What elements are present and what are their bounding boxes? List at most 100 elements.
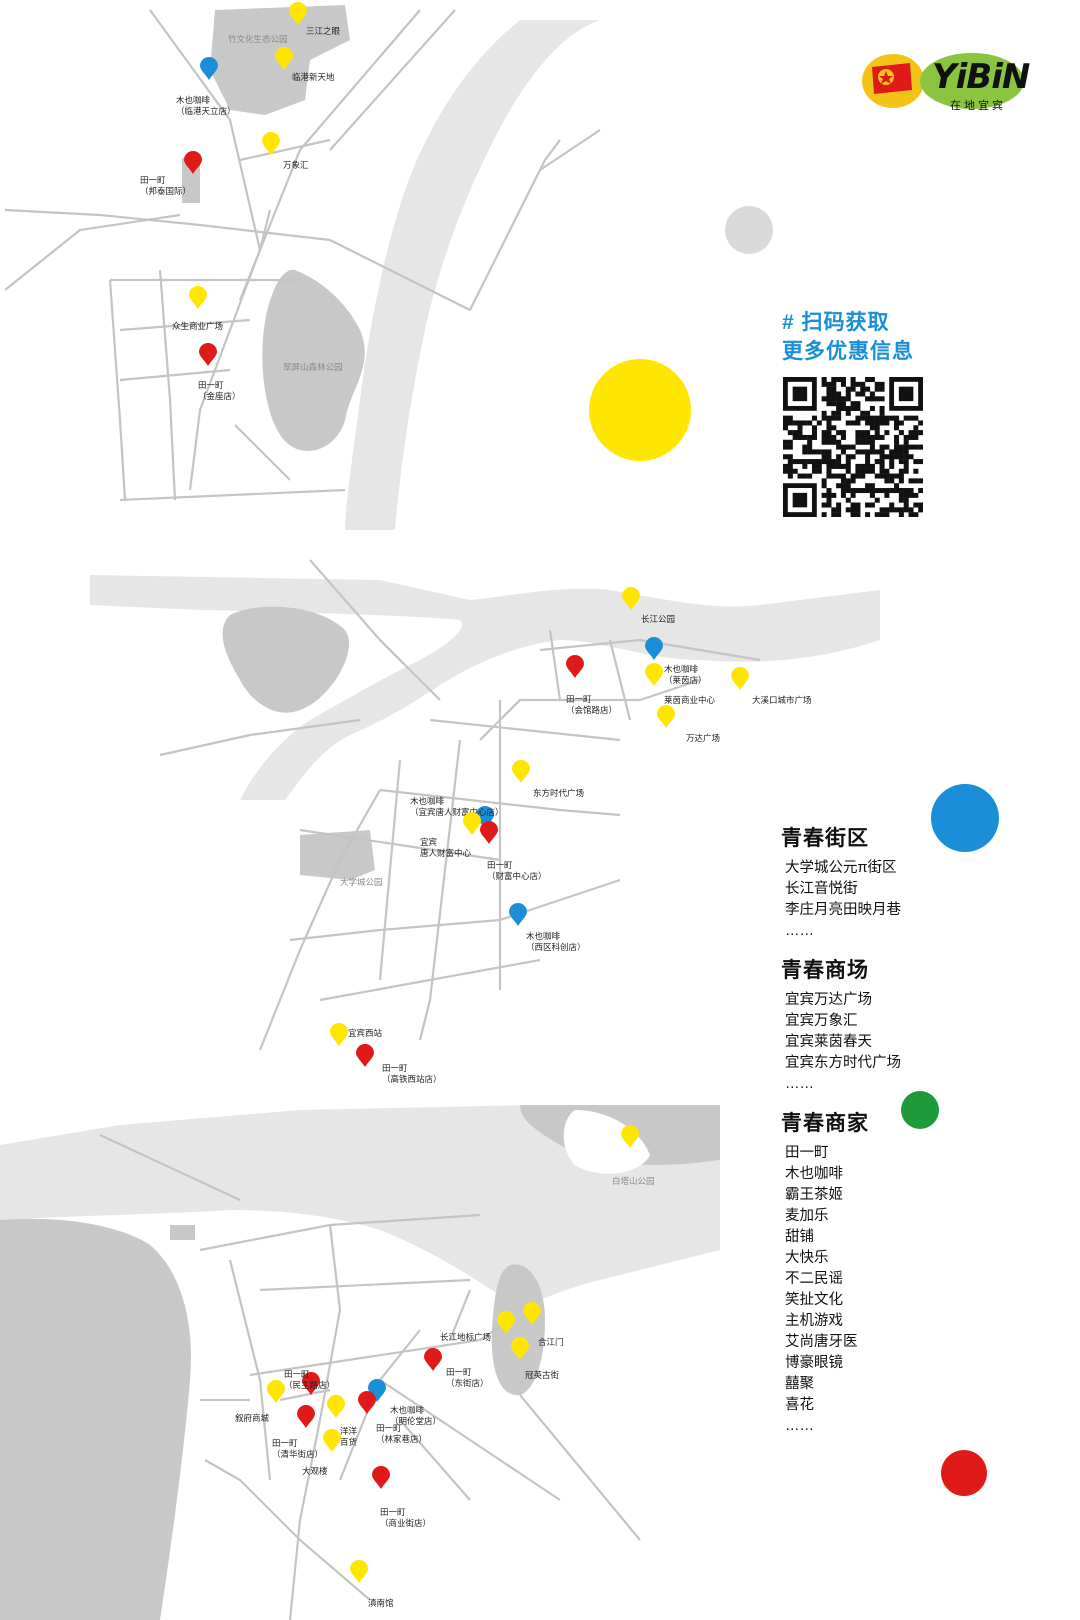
pin-label: （西区科创店） bbox=[526, 942, 586, 952]
category-item: 囍聚 bbox=[785, 1376, 814, 1392]
yellow-map-pin[interactable] bbox=[512, 760, 530, 783]
yellow-map-pin[interactable] bbox=[523, 1302, 541, 1325]
river-3 bbox=[0, 1105, 720, 1310]
yellow-map-pin[interactable] bbox=[731, 667, 749, 690]
pin-label: （高铁西站店） bbox=[382, 1074, 442, 1084]
pin-label: 田一町 bbox=[566, 694, 592, 704]
park-label: 翠屏山森林公园 bbox=[283, 362, 343, 372]
category-item: 田一町 bbox=[785, 1145, 829, 1161]
pin-label: （林家巷店） bbox=[376, 1434, 427, 1444]
category-item: …… bbox=[785, 1418, 814, 1434]
pin-label: 大观楼 bbox=[302, 1466, 328, 1476]
blue-map-pin[interactable] bbox=[368, 1379, 386, 1402]
pin-label: 田一町 bbox=[272, 1438, 298, 1448]
league-emblem-icon bbox=[862, 53, 1024, 109]
park-label: 白塔山公园 bbox=[612, 1176, 655, 1186]
pin-label: 洋洋 bbox=[340, 1426, 358, 1436]
blue-map-pin[interactable] bbox=[476, 806, 494, 829]
map-section-3 bbox=[0, 1105, 720, 1620]
yellow-map-pin[interactable] bbox=[622, 587, 640, 610]
pin-label: 冠英古街 bbox=[525, 1370, 560, 1380]
pin-label: 唐人财富中心 bbox=[420, 848, 472, 858]
pin-label: 临港新天地 bbox=[292, 72, 335, 82]
pin-label: 木也咖啡 bbox=[410, 796, 445, 806]
qr-code-icon[interactable] bbox=[783, 377, 923, 517]
yellow-map-pin[interactable] bbox=[350, 1560, 368, 1583]
river-2 bbox=[90, 575, 880, 800]
yellow-map-pin[interactable] bbox=[330, 1023, 348, 1046]
yellow-map-pin[interactable] bbox=[189, 286, 207, 309]
pin-label: 田一町 bbox=[284, 1369, 310, 1379]
yellow-map-pin[interactable] bbox=[275, 47, 293, 70]
pin-label: 田一町 bbox=[140, 175, 166, 185]
yellow-map-pin[interactable] bbox=[262, 132, 280, 155]
yellow-map-pin[interactable] bbox=[289, 2, 307, 25]
pin-label: 田一町 bbox=[376, 1423, 402, 1433]
land-block-4 bbox=[222, 606, 349, 713]
red-map-pin[interactable] bbox=[297, 1405, 315, 1428]
yellow-map-pin[interactable] bbox=[327, 1395, 345, 1418]
red-map-pin[interactable] bbox=[356, 1044, 374, 1067]
park-label: 大学城公园 bbox=[340, 877, 383, 887]
category-item: 麦加乐 bbox=[785, 1208, 829, 1224]
park-label: 竹文化生态公园 bbox=[228, 34, 288, 44]
pin-label: （清华街店） bbox=[272, 1449, 323, 1459]
red-map-pin[interactable] bbox=[480, 821, 498, 844]
pin-label: 田一町 bbox=[446, 1367, 472, 1377]
category-item: 霸王茶姬 bbox=[785, 1187, 843, 1203]
yellow-map-pin[interactable] bbox=[511, 1337, 529, 1360]
category-item: 长江音悦街 bbox=[785, 881, 858, 897]
roads-3 bbox=[99, 1134, 641, 1620]
pin-label: 合江门 bbox=[538, 1337, 564, 1347]
promo-text: # 扫码获取 更多优惠信息 bbox=[782, 308, 914, 366]
blue-map-pin[interactable] bbox=[200, 57, 218, 80]
yellow-map-pin[interactable] bbox=[657, 705, 675, 728]
category-item: 李庄月亮田映月巷 bbox=[785, 902, 901, 918]
yellow-map-pin[interactable] bbox=[323, 1429, 341, 1452]
pin-label: 田一町 bbox=[487, 860, 513, 870]
category-item: …… bbox=[785, 1076, 814, 1092]
category-list: 青春街区大学城公元π街区长江音悦街李庄月亮田映月巷……青春商场宜宾万达广场宜宾万… bbox=[781, 822, 901, 1449]
blue-map-pin[interactable] bbox=[509, 903, 527, 926]
yellow-map-pin[interactable] bbox=[267, 1380, 285, 1403]
map-section-1 bbox=[4, 5, 601, 530]
deco-dot-yellow bbox=[589, 359, 691, 461]
yellow-map-pin[interactable] bbox=[621, 1125, 639, 1148]
yellow-map-pin[interactable] bbox=[497, 1311, 515, 1334]
land-block-5 bbox=[300, 830, 375, 880]
red-map-pin[interactable] bbox=[199, 343, 217, 366]
yellow-map-pin[interactable] bbox=[463, 812, 481, 835]
pin-label: 长江地标广场 bbox=[440, 1332, 491, 1342]
pin-label: （莱茵店） bbox=[664, 675, 707, 685]
category-block: 青春街区大学城公元π街区长江音悦街李庄月亮田映月巷…… bbox=[781, 822, 901, 942]
yellow-map-pin[interactable] bbox=[645, 663, 663, 686]
red-map-pin[interactable] bbox=[184, 151, 202, 174]
map-section-2 bbox=[90, 559, 880, 1051]
red-map-pin[interactable] bbox=[424, 1348, 442, 1371]
category-item: 艾尚唐牙医 bbox=[785, 1334, 858, 1350]
pin-label: 滇南馆 bbox=[368, 1598, 394, 1608]
red-map-pin[interactable] bbox=[566, 655, 584, 678]
red-map-pin[interactable] bbox=[372, 1466, 390, 1489]
pin-label: 百货 bbox=[340, 1437, 358, 1447]
brand-tagline: 在地宜宾 bbox=[950, 100, 1006, 112]
land-block-2 bbox=[262, 269, 365, 451]
pin-label: （财富中心店） bbox=[487, 871, 547, 881]
category-item: 笑扯文化 bbox=[785, 1292, 843, 1308]
category-item: 宜宾莱茵春天 bbox=[785, 1034, 872, 1050]
red-map-pin[interactable] bbox=[302, 1372, 320, 1395]
category-title: 青春商家 bbox=[781, 1112, 869, 1135]
category-item: 主机游戏 bbox=[785, 1313, 843, 1329]
category-block: 青春商家田一町木也咖啡霸王茶姬麦加乐甜铺大快乐不二民谣笑扯文化主机游戏艾尚唐牙医… bbox=[781, 1107, 901, 1437]
category-item: 不二民谣 bbox=[785, 1271, 843, 1287]
category-item: 博豪眼镜 bbox=[785, 1355, 843, 1371]
land-block-6 bbox=[0, 1218, 191, 1620]
pin-label: （民主路店） bbox=[284, 1380, 335, 1390]
blue-map-pin[interactable] bbox=[645, 637, 663, 660]
deco-dot-red bbox=[941, 1450, 987, 1496]
category-title: 青春街区 bbox=[781, 827, 869, 850]
category-item: 甜铺 bbox=[785, 1229, 814, 1245]
pin-label: 众生商业广场 bbox=[172, 321, 223, 331]
category-title: 青春商场 bbox=[781, 959, 869, 982]
red-map-pin[interactable] bbox=[358, 1391, 376, 1414]
